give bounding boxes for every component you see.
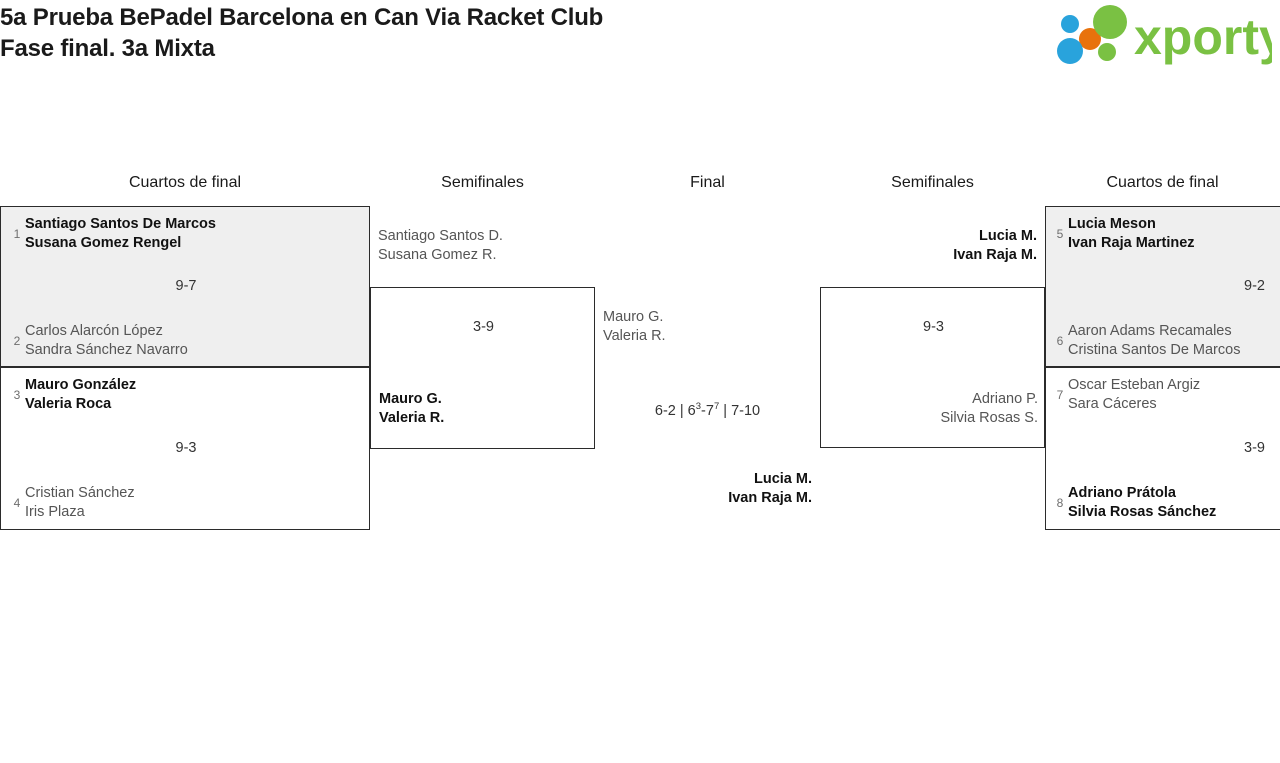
score-qf-left-2: 9-3 bbox=[175, 440, 197, 456]
match-box-sf-left[interactable]: 3-9 Mauro G. Valeria R. bbox=[370, 287, 595, 449]
column-header-semifinals-left: Semifinales bbox=[441, 174, 524, 191]
column-header-quarterfinals-right: Cuartos de final bbox=[1106, 174, 1219, 191]
match-box-qf-right-2[interactable]: 7 Oscar Esteban Argiz Sara Cáceres 3-9 8… bbox=[1045, 367, 1280, 530]
team-names: Cristian Sánchez Iris Plaza bbox=[25, 485, 135, 520]
column-header-final: Final bbox=[690, 174, 725, 191]
team-qf-left-1-top[interactable]: 1 Santiago Santos De Marcos Susana Gomez… bbox=[9, 215, 216, 253]
team-sf-left-top[interactable]: Santiago Santos D. Susana Gomez R. bbox=[378, 228, 503, 263]
team-names: Carlos Alarcón López Sandra Sánchez Nava… bbox=[25, 323, 188, 358]
seed-number: 8 bbox=[1056, 495, 1064, 510]
team-names: Oscar Esteban Argiz Sara Cáceres bbox=[1068, 377, 1201, 412]
team-names: Aaron Adams Recamales Cristina Santos De… bbox=[1068, 323, 1241, 358]
team-sf-left-bottom[interactable]: Mauro G. Valeria R. bbox=[379, 391, 445, 426]
logo-dot-orange bbox=[1079, 28, 1101, 50]
seed-number: 2 bbox=[13, 333, 21, 348]
page-header: 5a Prueba BePadel Barcelona en Can Via R… bbox=[0, 0, 1280, 78]
team-sf-right-top[interactable]: Lucia M. Ivan Raja M. bbox=[953, 228, 1037, 263]
seed-number: 5 bbox=[1056, 226, 1064, 241]
seed-number: 3 bbox=[13, 387, 21, 402]
team-names: Santiago Santos De Marcos Susana Gomez R… bbox=[25, 216, 216, 251]
score-sf-right: 9-3 bbox=[923, 319, 944, 335]
column-header-semifinals-right: Semifinales bbox=[891, 174, 974, 191]
team-qf-left-2-top[interactable]: 3 Mauro González Valeria Roca bbox=[9, 376, 137, 414]
team-final-top[interactable]: Mauro G. Valeria R. bbox=[603, 309, 666, 344]
score-qf-right-2: 3-9 bbox=[1244, 440, 1265, 456]
column-header-quarterfinals-left: Cuartos de final bbox=[128, 174, 242, 191]
team-qf-right-2-bottom[interactable]: 8 Adriano Prátola Silvia Rosas Sánchez bbox=[1052, 484, 1217, 522]
team-qf-left-2-bottom[interactable]: 4 Cristian Sánchez Iris Plaza bbox=[9, 484, 135, 522]
team-final-bottom[interactable]: Lucia M. Ivan Raja M. bbox=[728, 471, 812, 506]
seed-number: 4 bbox=[13, 495, 21, 510]
logo-dot-green-small bbox=[1098, 43, 1116, 61]
seed-number: 7 bbox=[1056, 387, 1064, 402]
team-qf-left-1-bottom[interactable]: 2 Carlos Alarcón López Sandra Sánchez Na… bbox=[9, 322, 188, 360]
score-sf-left: 3-9 bbox=[473, 319, 494, 335]
team-names: Mauro González Valeria Roca bbox=[25, 377, 137, 412]
match-box-qf-right-1[interactable]: 5 Lucia Meson Ivan Raja Martinez 9-2 6 A… bbox=[1045, 206, 1280, 367]
xporty-logo: xporty bbox=[1048, 5, 1272, 67]
match-box-sf-right[interactable]: 9-3 Adriano P. Silvia Rosas S. bbox=[820, 287, 1045, 448]
logo-wordmark: xporty bbox=[1134, 9, 1272, 65]
team-qf-right-2-top[interactable]: 7 Oscar Esteban Argiz Sara Cáceres bbox=[1052, 376, 1201, 414]
team-qf-right-1-top[interactable]: 5 Lucia Meson Ivan Raja Martinez bbox=[1052, 215, 1195, 253]
logo-dot-green-large bbox=[1093, 5, 1127, 39]
seed-number: 6 bbox=[1056, 333, 1064, 348]
team-qf-right-1-bottom[interactable]: 6 Aaron Adams Recamales Cristina Santos … bbox=[1052, 322, 1241, 360]
match-box-qf-left-2[interactable]: 3 Mauro González Valeria Roca 9-3 4 Cris… bbox=[0, 367, 370, 530]
score-qf-left-1: 9-7 bbox=[175, 278, 197, 294]
seed-number: 1 bbox=[13, 226, 21, 241]
logo-dot-blue-large bbox=[1057, 38, 1083, 64]
score-final: 6-2 | 63-77 | 7-10 bbox=[654, 401, 761, 419]
score-qf-right-1: 9-2 bbox=[1244, 278, 1265, 294]
match-box-qf-left-1[interactable]: 1 Santiago Santos De Marcos Susana Gomez… bbox=[0, 206, 370, 367]
team-sf-right-bottom[interactable]: Adriano P. Silvia Rosas S. bbox=[940, 391, 1038, 426]
logo-dot-blue-small bbox=[1061, 15, 1079, 33]
tournament-bracket: Cuartos de final Semifinales Final Semif… bbox=[0, 78, 1280, 678]
team-names: Lucia Meson Ivan Raja Martinez bbox=[1068, 216, 1195, 251]
team-names: Adriano Prátola Silvia Rosas Sánchez bbox=[1068, 485, 1217, 520]
page-title: 5a Prueba BePadel Barcelona en Can Via R… bbox=[0, 4, 604, 62]
